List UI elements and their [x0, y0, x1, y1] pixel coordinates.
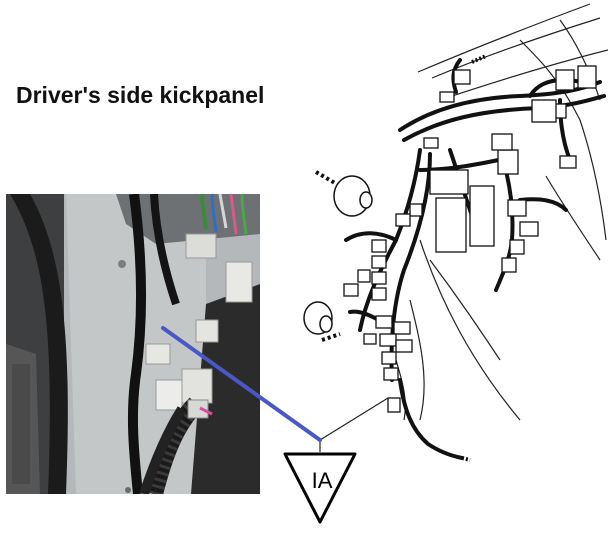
connector-cluster: [343, 239, 413, 413]
reference-lines: [319, 397, 389, 452]
harness-ends: [314, 54, 487, 462]
connector-reference-label: IA: [311, 468, 333, 493]
kickpanel-photo: [6, 194, 260, 494]
harness-wiring: [344, 58, 606, 460]
page-title: Driver's side kickpanel: [16, 82, 265, 108]
grommets: [303, 175, 373, 335]
dashboard-outline: [395, 3, 608, 421]
junction-blocks: [395, 65, 597, 273]
